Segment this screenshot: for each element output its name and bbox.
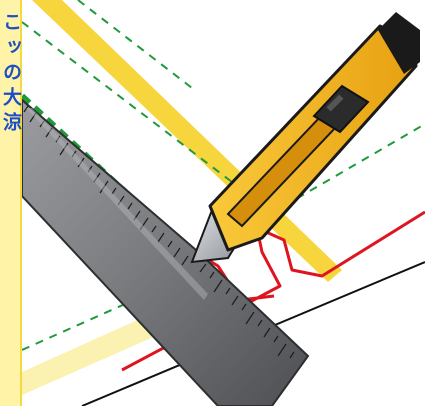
cut-line-icon [121,210,425,372]
knife-grip-end [378,12,420,74]
dashed-guide-line-right [283,123,425,207]
cutting-scene [22,0,425,406]
side-caption-text: こッの大涼 [0,12,22,137]
knife-slider-button [312,84,370,134]
cutting-scene-svg [22,0,425,406]
utility-knife-icon [190,12,420,264]
dashed-guide-line-upper [77,0,193,89]
dashed-guide-line-lower [22,299,135,351]
side-caption-strip: こッの大涼 [0,0,22,406]
